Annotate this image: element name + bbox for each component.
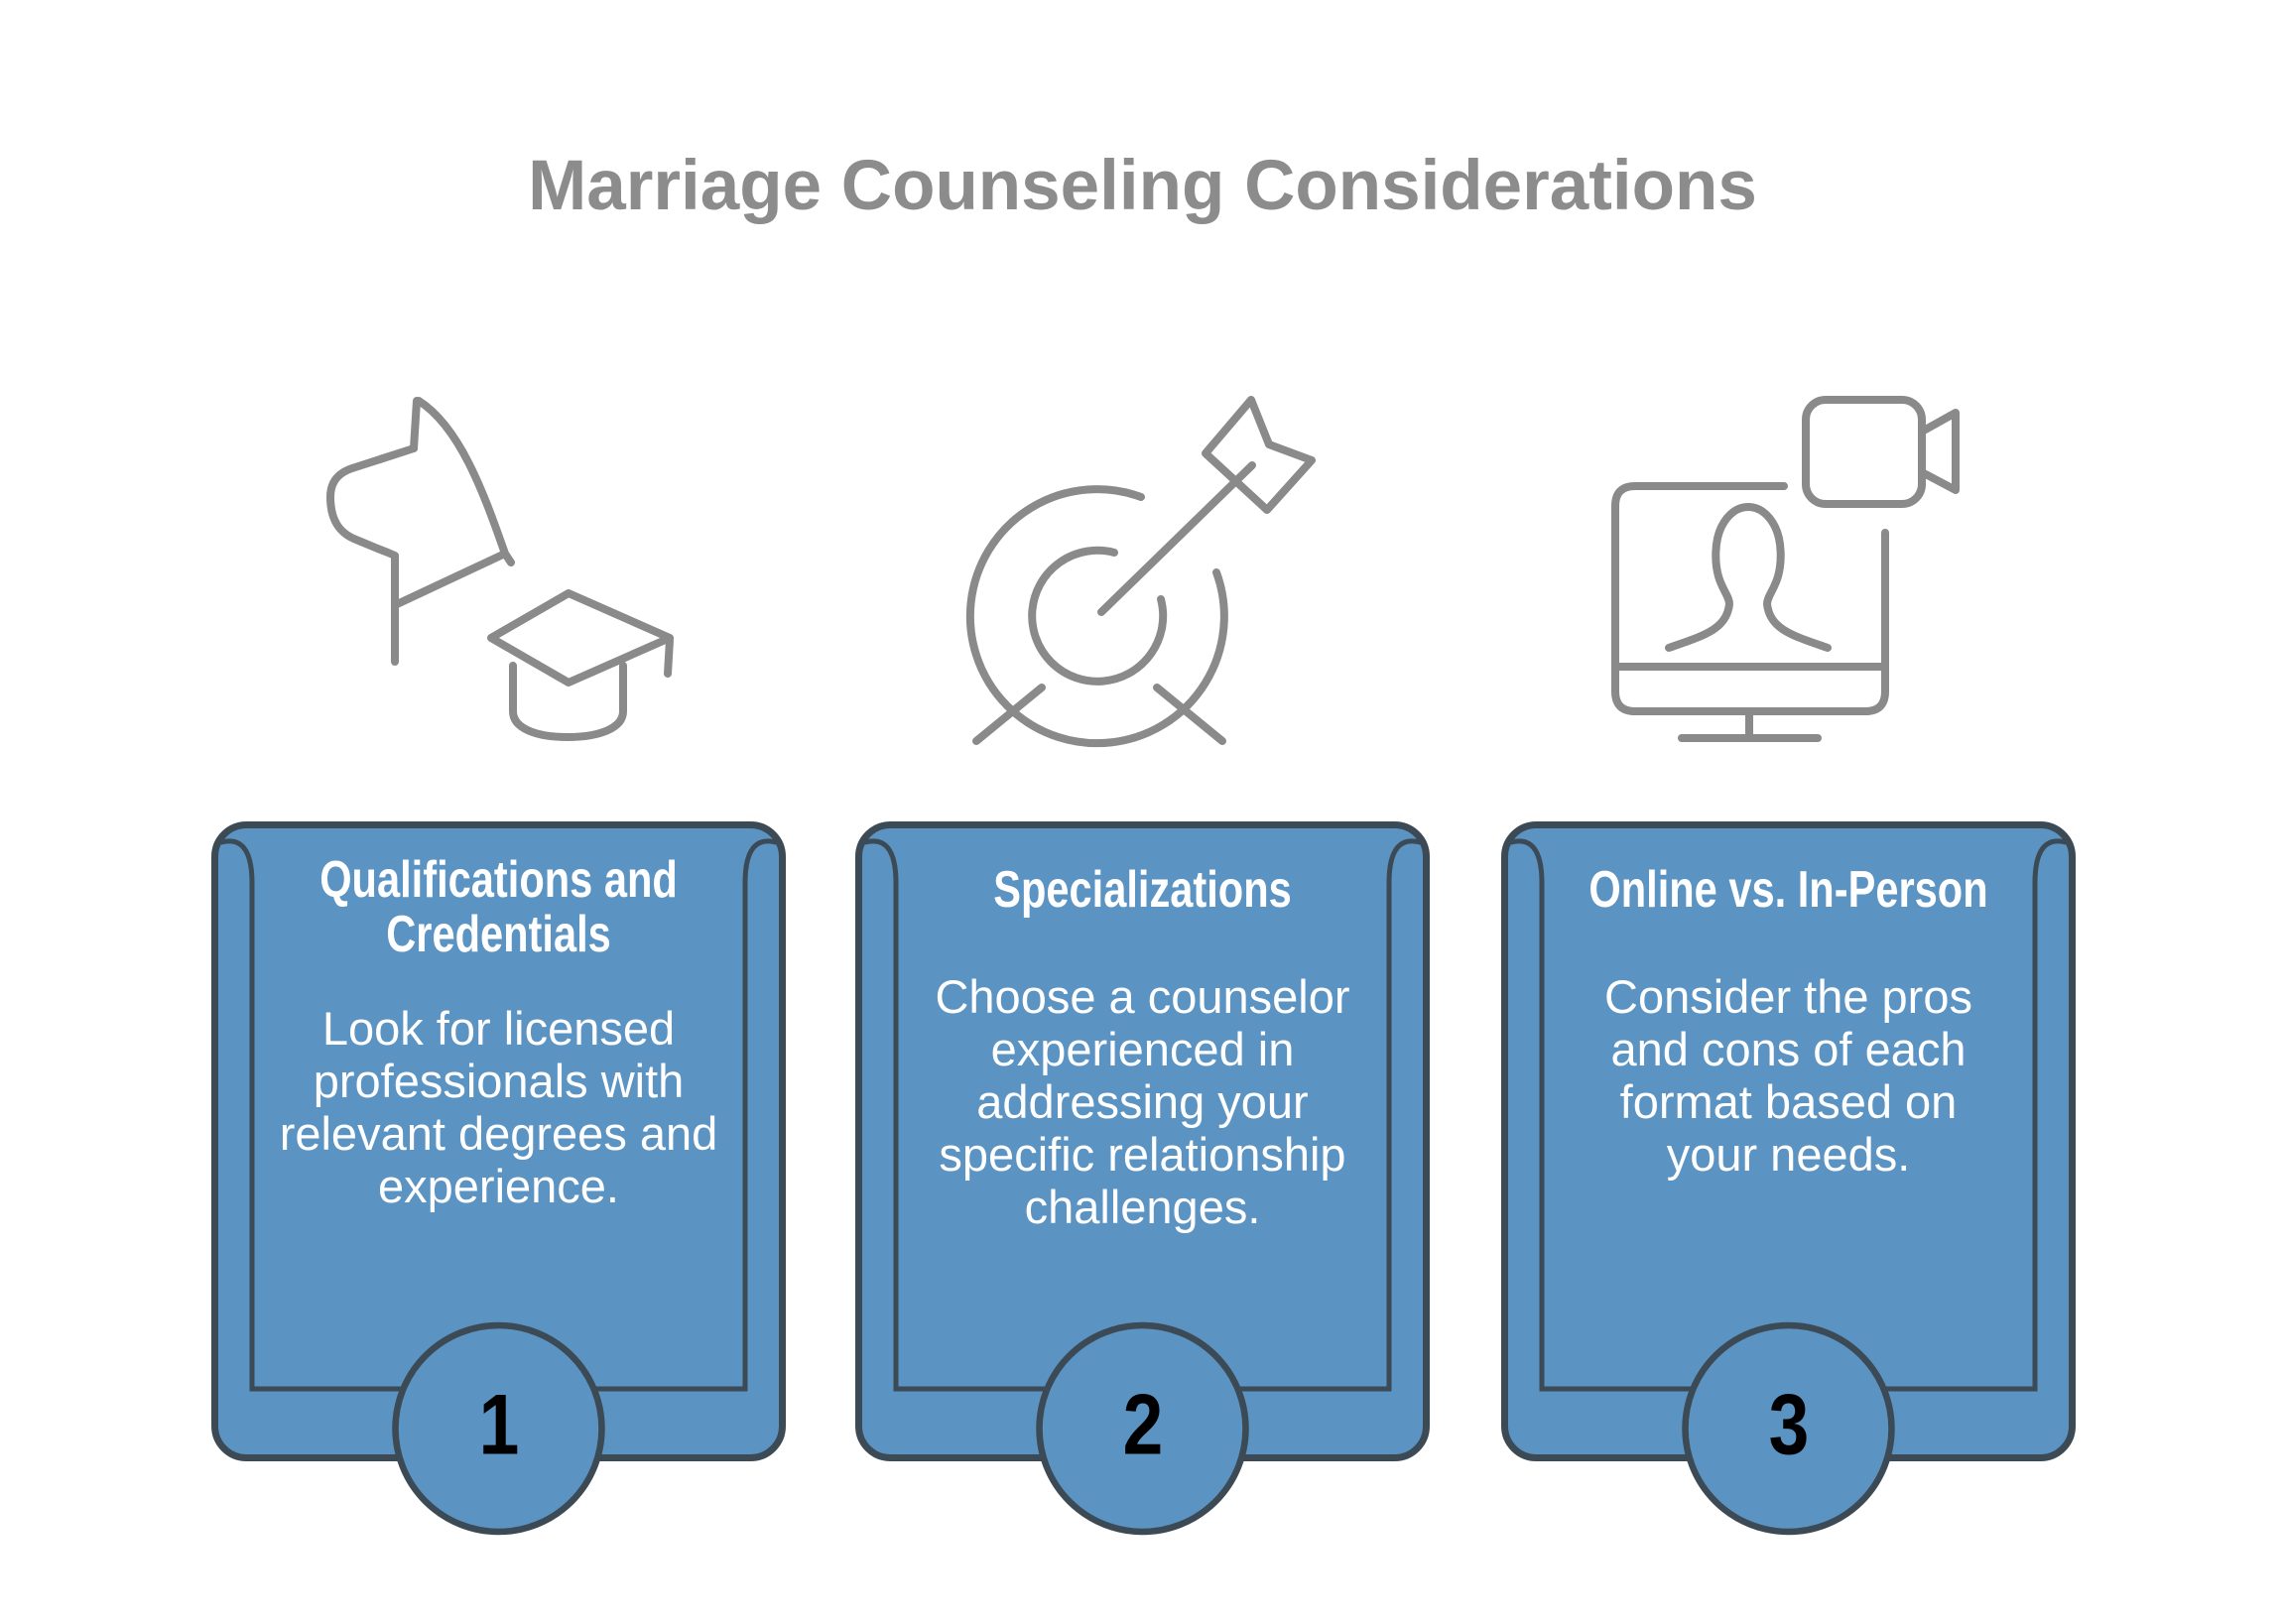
video-call-icon [1607, 392, 1965, 749]
target-outer-ring [965, 485, 1228, 748]
card-heading: Qualifications and Credentials [319, 851, 678, 963]
animal-ear [410, 397, 421, 452]
card-body: Look for licensed professionals with rel… [279, 1002, 718, 1212]
number-circle [392, 1321, 605, 1536]
dart-shaft [1097, 461, 1256, 616]
number-circle [1682, 1321, 1895, 1536]
stand-leg-left [972, 684, 1046, 745]
card-online-vs-in-person: Online vs. In-Person Consider the pros a… [1501, 821, 2076, 1538]
cap-tassel [664, 636, 674, 678]
monitor-frame [1611, 482, 1889, 715]
step-number: 1 [478, 1377, 519, 1473]
dart-fletching [1202, 396, 1316, 514]
mortarboard [487, 589, 674, 687]
card-specializations: Specializations Choose a counselor exper… [855, 821, 1430, 1538]
card-shape [211, 821, 786, 1536]
card-heading: Specializations [993, 861, 1292, 919]
step-number: 2 [1122, 1377, 1163, 1473]
card-body: Choose a counselor experienced in addres… [935, 970, 1350, 1233]
card-qualifications: Qualifications and Credentials Look for … [211, 821, 786, 1538]
card-body: Consider the pros and cons of each forma… [1604, 970, 1972, 1181]
number-circle [1036, 1321, 1249, 1536]
card-shape [1501, 821, 2076, 1536]
step-number: 3 [1768, 1377, 1809, 1473]
card-shape [855, 821, 1430, 1536]
animal-face-neck [326, 444, 418, 666]
camera-body [1802, 396, 1926, 508]
animal-back [415, 397, 515, 566]
graduation-cap-icon [322, 392, 680, 749]
camera-lens [1918, 409, 1960, 494]
person-bust [1665, 503, 1832, 652]
card-heading: Online vs. In-Person [1588, 861, 1988, 919]
target-inner-ring [1028, 546, 1168, 686]
cap-band [509, 662, 627, 741]
page-title: Marriage Counseling Considerations [528, 147, 1757, 225]
animal-chest [391, 550, 509, 609]
target-arrow-icon [962, 392, 1320, 749]
stand-leg-right [1153, 684, 1226, 745]
